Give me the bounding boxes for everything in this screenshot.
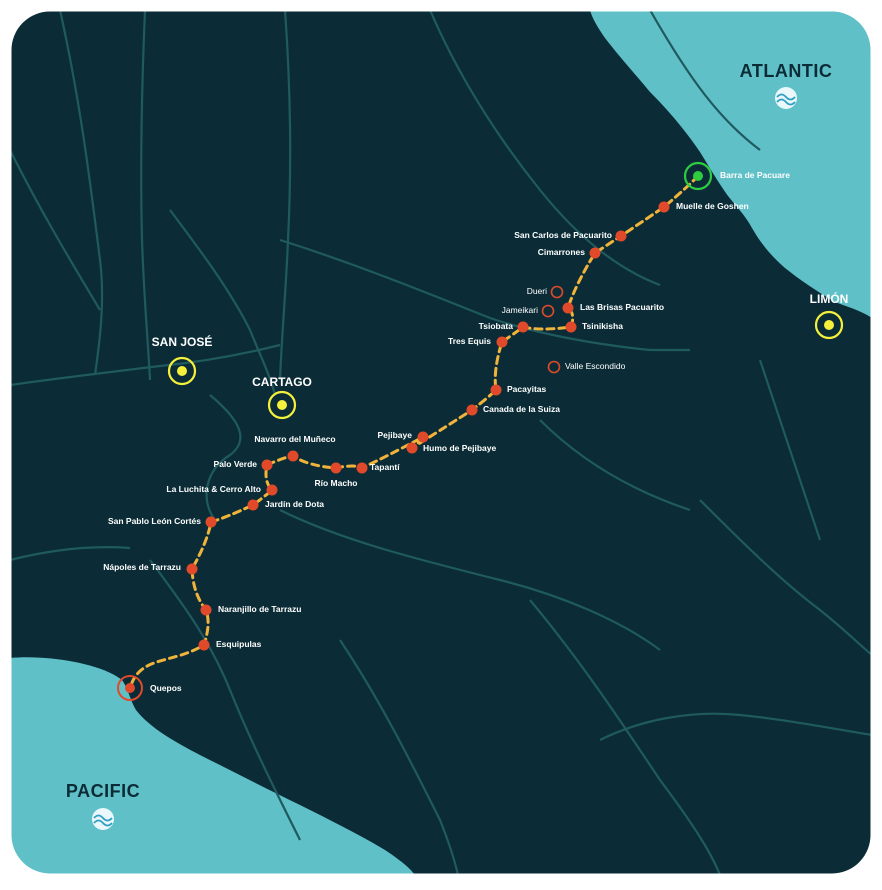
route-stop-label: Navarro del Muñeco xyxy=(254,434,335,444)
start-stop-dot xyxy=(693,171,703,181)
route-stop-marker xyxy=(198,639,210,651)
route-stop-marker xyxy=(200,604,212,616)
route-stop-label: Jardín de Dota xyxy=(265,499,324,509)
optional-stop-marker xyxy=(550,285,564,299)
route-stop-marker xyxy=(490,384,502,396)
start-stop-ring xyxy=(683,161,713,191)
optional-stop-marker xyxy=(547,360,561,374)
optional-stop-label: Valle Escondido xyxy=(565,361,626,371)
limon-city-dot xyxy=(824,320,834,330)
route-stop-marker xyxy=(517,321,529,333)
optional-stop-label: Jameikari xyxy=(502,305,538,315)
route-stop-label: Nápoles de Tarrazu xyxy=(103,562,181,572)
route-stop-marker xyxy=(496,336,508,348)
wave-icon-lines xyxy=(93,814,113,827)
route-stop-label: Cimarrones xyxy=(538,247,586,257)
route-stop-marker xyxy=(186,563,198,575)
atlantic-ocean xyxy=(590,10,872,318)
pacific-label: PACIFIC xyxy=(66,781,140,801)
end-stop-label: Quepos xyxy=(150,683,182,693)
route-stop-label: Pejibaye xyxy=(378,430,413,440)
route-stop-label: Esquipulas xyxy=(216,639,262,649)
route-stop-label: Río Macho xyxy=(315,478,358,488)
route-stop-marker xyxy=(466,404,478,416)
route-stop-label: Tsinikisha xyxy=(582,321,623,331)
route-stop-label: Naranjillo de Tarrazu xyxy=(218,604,301,614)
cartago-city-dot xyxy=(277,400,287,410)
limon-city-label: LIMÓN xyxy=(810,291,849,306)
san-jose-city-ring xyxy=(167,356,197,386)
limon-city-ring xyxy=(814,310,844,340)
route-stop-label: Tsiobata xyxy=(479,321,514,331)
atlantic-label: ATLANTIC xyxy=(740,61,833,81)
route-stop-marker xyxy=(330,462,342,474)
route-stop-label: Pacayitas xyxy=(507,384,546,394)
optional-stop-label: Dueri xyxy=(527,286,547,296)
end-stop-dot xyxy=(125,683,135,693)
route-stop-label: Las Brisas Pacuarito xyxy=(580,302,664,312)
route-stop-label: Muelle de Goshen xyxy=(676,201,749,211)
route-stop-label: Palo Verde xyxy=(214,459,258,469)
cities: SAN JOSÉ CARTAGO LIMÓN xyxy=(152,291,849,420)
route-stop-marker xyxy=(205,516,217,528)
route-stop-marker xyxy=(562,302,574,314)
ocean-labels: ATLANTIC PACIFIC xyxy=(66,61,832,830)
optional-stop-marker xyxy=(541,304,555,318)
route-stop-label: San Carlos de Pacuarito xyxy=(514,230,612,240)
cartago-city-label: CARTAGO xyxy=(252,375,312,389)
route-stop-marker xyxy=(589,247,601,259)
route-stop-label: Tres Equis xyxy=(448,336,491,346)
start-stop-label: Barra de Pacuare xyxy=(720,170,790,180)
route-stop-marker xyxy=(615,230,627,242)
route-stop-marker xyxy=(417,431,429,443)
rivers xyxy=(10,10,872,875)
map-frame xyxy=(8,8,874,877)
san-jose-city-dot xyxy=(177,366,187,376)
route-stop-label: Tapantí xyxy=(370,462,400,472)
route-stop-marker xyxy=(406,442,418,454)
route-stop-label: Canada de la Suiza xyxy=(483,404,560,414)
route-stop-label: Humo de Pejibaye xyxy=(423,443,496,453)
san-jose-city-label: SAN JOSÉ xyxy=(152,334,213,349)
route-stop-label: San Pablo León Cortés xyxy=(108,516,201,526)
route-stop-label: La Luchita & Cerro Alto xyxy=(166,484,261,494)
wave-icon-lines xyxy=(776,93,796,106)
route-stop-marker xyxy=(287,450,299,462)
route-stop-marker xyxy=(658,201,670,213)
end-stop-ring xyxy=(117,675,143,701)
cartago-city-ring xyxy=(267,390,297,420)
route-stop-marker xyxy=(565,321,577,333)
route-stop-marker xyxy=(261,459,273,471)
route-stop-marker xyxy=(266,484,278,496)
route-stop-marker xyxy=(247,499,259,511)
route-stop-marker xyxy=(356,462,368,474)
